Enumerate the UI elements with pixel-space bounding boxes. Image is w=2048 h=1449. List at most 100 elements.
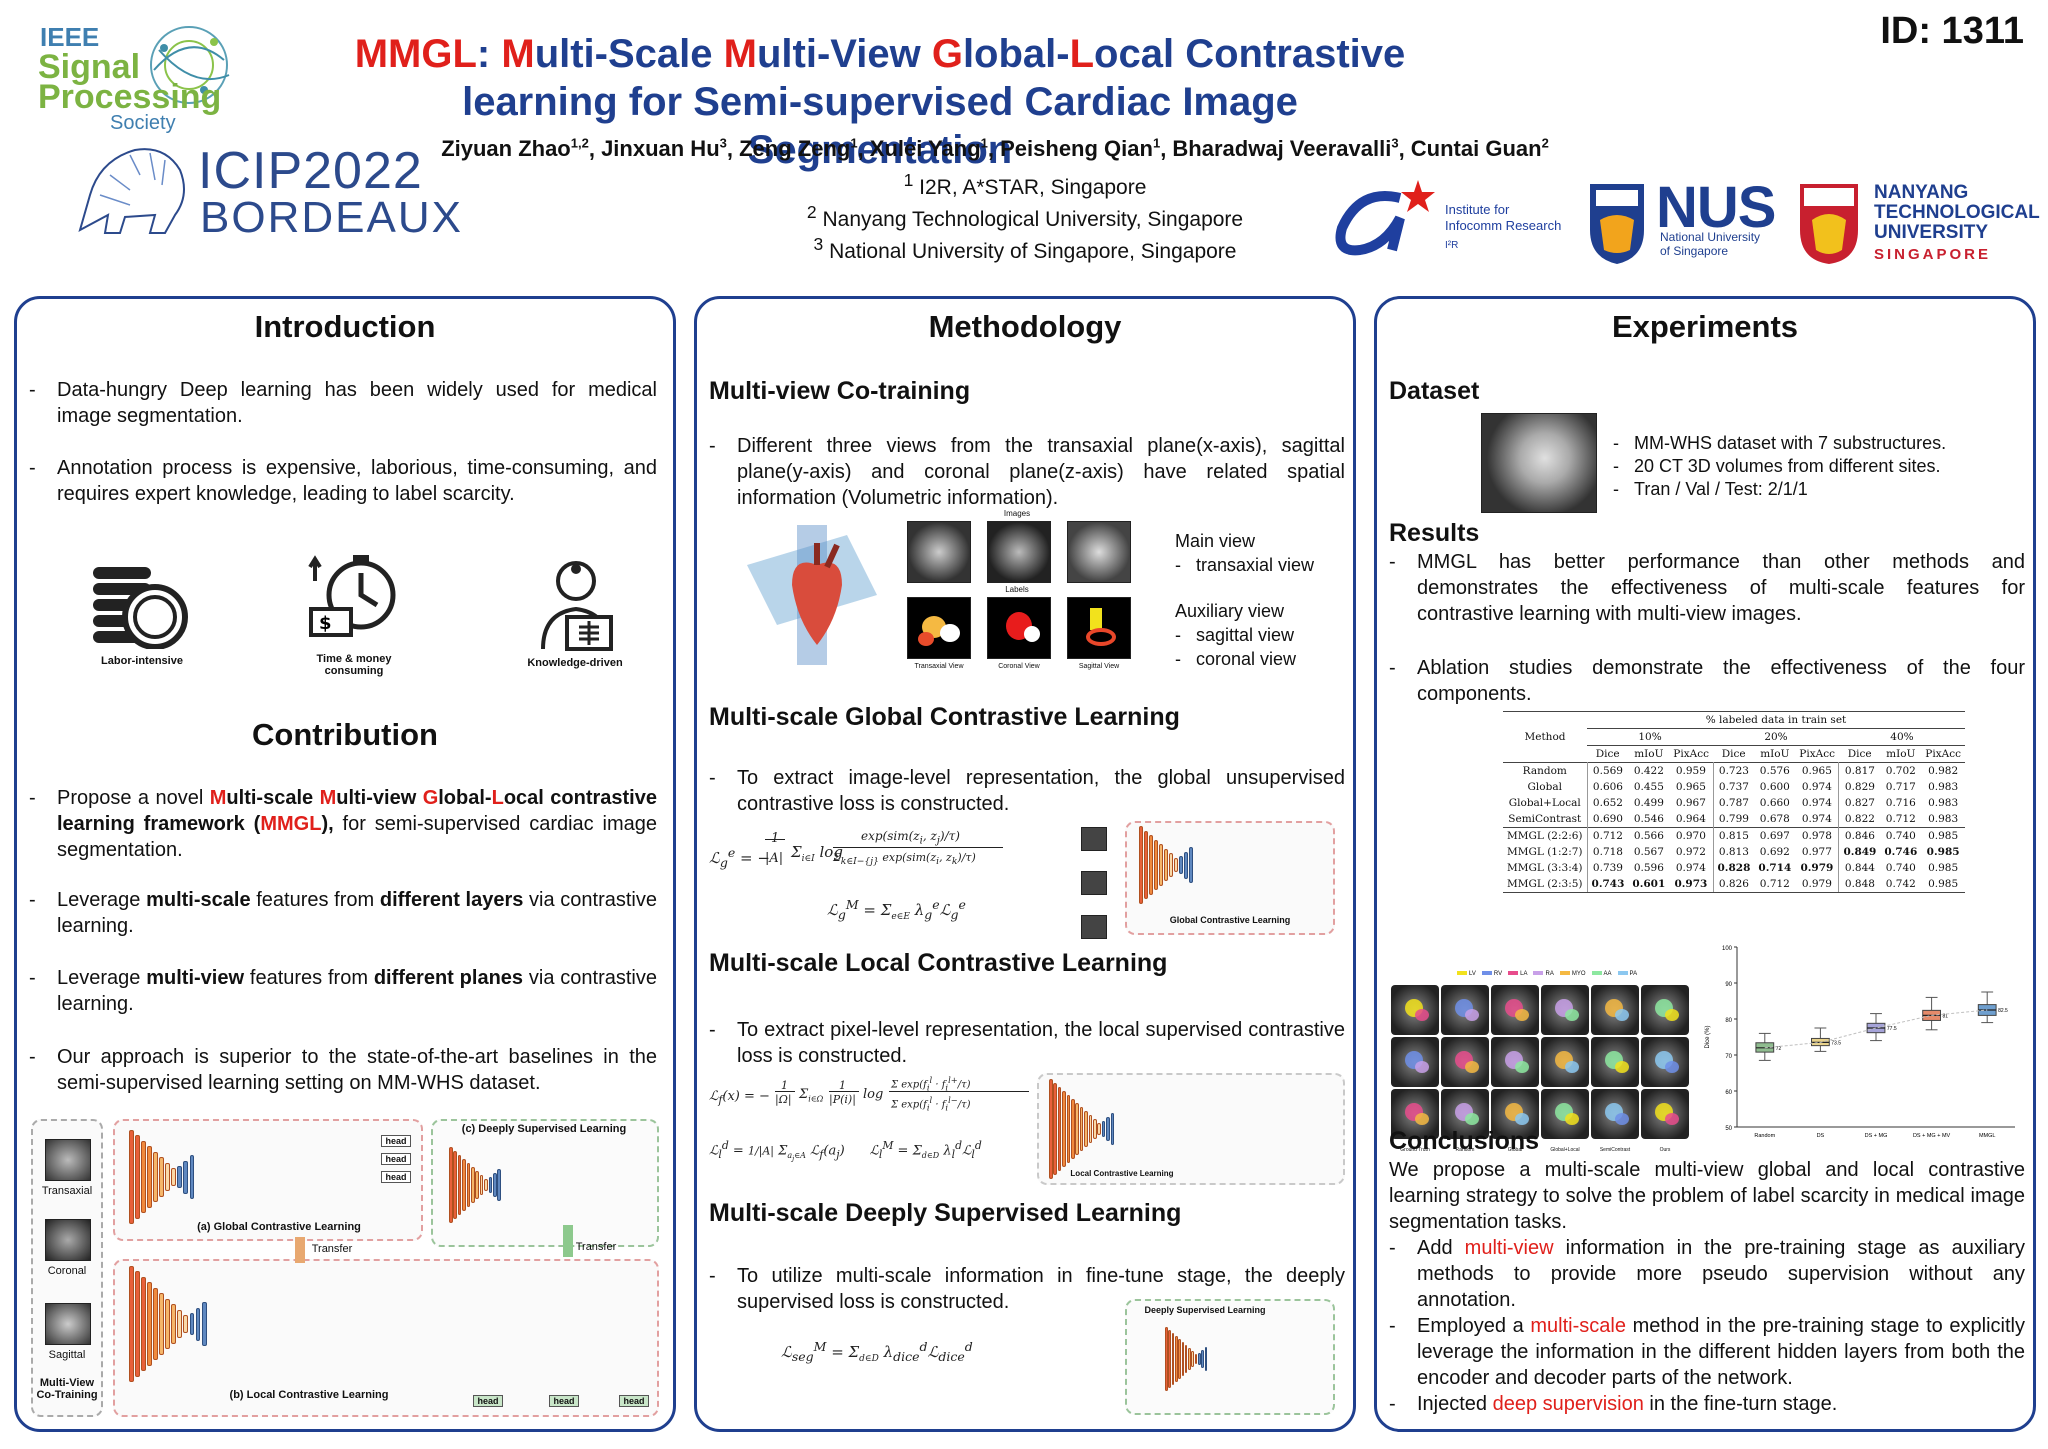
group-header: 20% xyxy=(1713,728,1839,746)
title-part: MMGL xyxy=(354,32,477,76)
conclusions-heading: Conclusions xyxy=(1389,1127,1540,1155)
median-label: 73.5 xyxy=(1831,1040,1841,1046)
global-cl-box xyxy=(113,1119,423,1241)
seg-image xyxy=(1541,1089,1589,1139)
table-cell: 0.692 xyxy=(1759,846,1790,858)
net-layer-block xyxy=(1088,1114,1093,1144)
table-cell: 0.827 xyxy=(1844,797,1875,809)
net-layer-block xyxy=(1143,830,1148,900)
seg-overlay xyxy=(1565,1061,1579,1073)
author-name: Cuntai Guan xyxy=(1410,136,1542,162)
label-transaxial xyxy=(907,597,971,659)
seg-legend-swatch xyxy=(1533,971,1544,975)
seg-overlay xyxy=(1665,1113,1679,1125)
table-cell: 0.970 xyxy=(1669,827,1714,844)
author-affil: 3 xyxy=(719,136,727,151)
icip-logo: ICIP2022 BORDEAUX xyxy=(70,135,461,245)
label-coronal xyxy=(987,597,1051,659)
net-layer-block xyxy=(1093,1118,1097,1140)
y-tick-label: 90 xyxy=(1725,982,1732,988)
author: Ziyuan Zhao1,2 xyxy=(441,136,589,161)
i2r-line1: Institute for xyxy=(1445,202,1510,217)
author-sep: , xyxy=(726,136,740,162)
net-layer-block xyxy=(1049,1078,1053,1180)
clock-money-icon: $ xyxy=(308,555,396,637)
dataset-item-1: - MM-WHS dataset with 7 substructures. xyxy=(1613,433,1947,453)
seg-overlay xyxy=(1415,1113,1429,1125)
author-name: Bharadwaj Veeravalli xyxy=(1172,136,1392,162)
title-part: ulti-Scale xyxy=(534,32,724,76)
net-layer-block xyxy=(462,1158,466,1212)
seg-legend-label: RV xyxy=(1493,971,1503,977)
net-layer-block xyxy=(171,1168,177,1186)
table-cell-method: Global+Local xyxy=(1503,795,1588,811)
table-cell: 0.979 xyxy=(1795,860,1840,876)
nus-sub2: of Singapore xyxy=(1660,244,1729,258)
y-axis-label: Dice (%) xyxy=(1705,1025,1711,1048)
seg-overlay xyxy=(1465,1061,1479,1073)
heart-planes-icon xyxy=(747,525,877,665)
affiliation-1: 1 I2R, A*STAR, Singapore xyxy=(903,170,1147,199)
section-deep-sup: Multi-scale Deeply Supervised Learning xyxy=(709,1199,1182,1227)
table-cell: 0.717 xyxy=(1885,781,1916,793)
title-part: ulti-View xyxy=(756,32,932,76)
table-cell: 0.652 xyxy=(1592,797,1623,809)
net-layer-block xyxy=(479,1174,484,1196)
net-layer-block xyxy=(1194,1354,1198,1364)
seg-overlay xyxy=(1665,1009,1679,1021)
bullet-dash: - xyxy=(29,967,36,989)
net-layer-block xyxy=(1075,1102,1079,1156)
contrib-bold-part: L xyxy=(491,787,504,809)
author-affil: 1,2 xyxy=(570,136,589,151)
view-label-transaxial: Transaxial xyxy=(41,1185,93,1197)
net-layer-block xyxy=(1171,1333,1175,1385)
aux-view-item-1: - sagittal view xyxy=(1175,625,1295,645)
labor-intensive-item: Labor-intensive xyxy=(67,559,217,679)
net-layer-block xyxy=(1188,1348,1191,1370)
author: Peisheng Qian1 xyxy=(1000,136,1160,161)
coronal-thumb xyxy=(45,1219,91,1261)
metric-header: PixAcc xyxy=(1925,748,1961,760)
net-layer-block xyxy=(1079,1106,1084,1152)
seg-legend-label: MYO xyxy=(1571,971,1586,977)
table-cell: 0.690 xyxy=(1592,813,1623,825)
main-view-item: - transaxial view xyxy=(1175,555,1315,575)
transfer-arrow-down xyxy=(295,1237,305,1263)
global-cl-text: -To extract image-level representation, … xyxy=(709,767,1345,815)
head-tag-5: head xyxy=(549,1395,579,1407)
contribution-heading: Contribution xyxy=(252,717,438,752)
table-cell: 0.967 xyxy=(1669,795,1714,811)
method-header: Method xyxy=(1503,711,1588,763)
table-cell: 0.985 xyxy=(1921,827,1965,844)
contribution-bullet-3: -Leverage multi-view features from diffe… xyxy=(29,965,657,1017)
table-cell: 0.959 xyxy=(1669,762,1714,779)
framework-figure: Transaxial Coronal Sagittal Multi-View C… xyxy=(29,1119,665,1419)
seg-legend-swatch xyxy=(1508,971,1519,975)
net-decoder-block xyxy=(488,1177,493,1193)
seg-image xyxy=(1541,1037,1589,1087)
table-header-row: Method% labeled data in train set xyxy=(1503,711,1965,763)
seg-legend-swatch xyxy=(1559,971,1570,975)
table-cell: 0.972 xyxy=(1669,844,1714,860)
net-layer-block xyxy=(449,1146,453,1224)
contrib-bold-part: G xyxy=(422,787,439,809)
transaxial-thumb xyxy=(45,1139,91,1181)
bullet-part: information in the pre-training stage as… xyxy=(1417,1237,2025,1311)
local-cl-text: -To extract pixel-level representation, … xyxy=(709,1019,1345,1067)
title-part: L xyxy=(1069,32,1095,76)
seg-legend-swatch xyxy=(1481,971,1492,975)
ct-transaxial xyxy=(907,521,971,583)
seg-image xyxy=(1591,985,1639,1035)
table-cell: 0.740 xyxy=(1885,862,1916,874)
bullet-dash: - xyxy=(1389,1315,1396,1337)
seg-col-label: Global+Local xyxy=(1550,1147,1580,1153)
section-global-cl: Multi-scale Global Contrastive Learning xyxy=(709,703,1180,731)
author-affil: 1 xyxy=(980,136,988,151)
table-cell: 0.718 xyxy=(1592,846,1623,858)
local-cl-diagram xyxy=(1037,1073,1345,1185)
global-cl-blocks xyxy=(1125,821,1335,935)
table-cell: 0.846 xyxy=(1838,827,1881,844)
